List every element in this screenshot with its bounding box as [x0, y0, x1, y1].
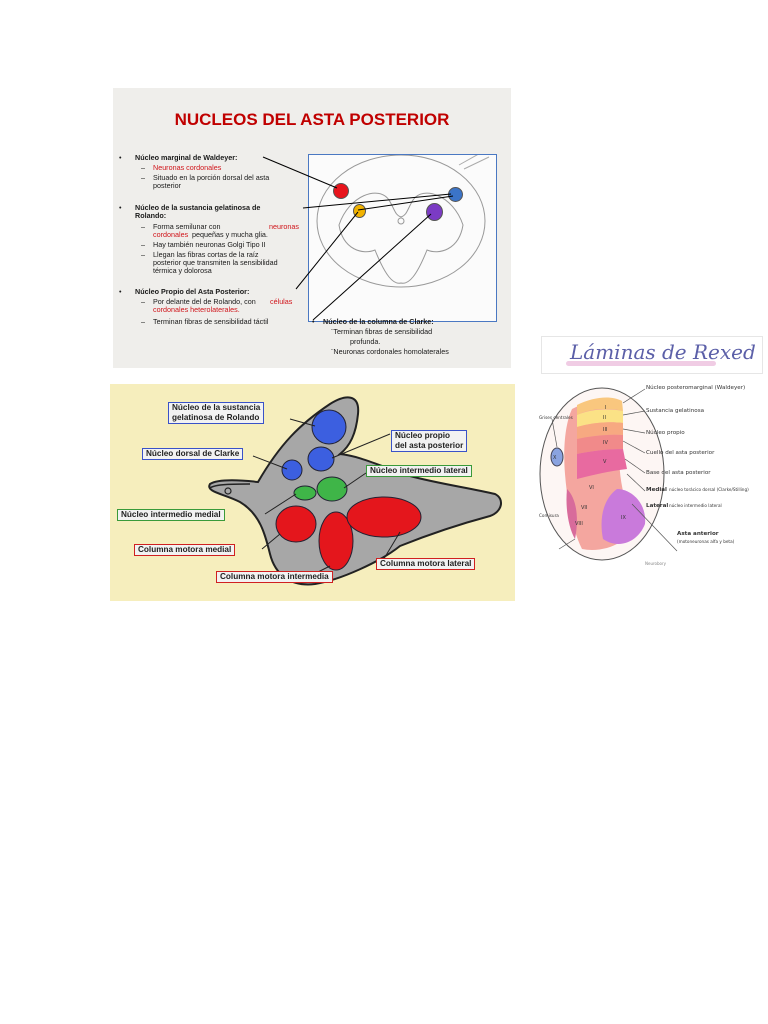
svg-text:X: X	[553, 455, 557, 461]
rexed-label-left-top: Grises centrales	[539, 415, 573, 420]
label-motora-lateral: Columna motora lateral	[376, 558, 476, 570]
dash: –	[141, 163, 145, 172]
rexed-title: Láminas de Rexed	[570, 340, 756, 364]
pointer-lines	[262, 156, 454, 321]
dash: –	[141, 222, 145, 231]
dash: –	[141, 250, 145, 259]
bullet: •	[312, 317, 315, 326]
rexed-label-asta-note: (motoneuronas alfa y beta)	[677, 539, 735, 544]
rexed-laminae-image: Láminas de Rexed I II III IV V VI VII VI…	[537, 335, 763, 568]
bullet: •	[119, 153, 122, 162]
svg-text:V: V	[603, 459, 607, 465]
rexed-title-box: Láminas de Rexed	[541, 336, 763, 374]
bullet: •	[119, 287, 122, 296]
rexed-illustration: I II III IV V VI VII VIII IX X	[539, 387, 678, 561]
svg-text:IX: IX	[621, 515, 626, 521]
label-rolando: Núcleo de la sustancia gelatinosa de Rol…	[168, 402, 265, 424]
propio-heading: Núcleo Propio del Asta Posterior:	[135, 287, 250, 296]
propio-item: Por delante del de Rolando, con	[153, 297, 256, 306]
rolando-heading: Núcleo de la sustancia gelatinosa de	[135, 203, 261, 212]
waldeyer-item: posterior	[153, 181, 181, 190]
rexed-label-waldeyer: Núcleo posteromarginal (Waldeyer)	[646, 385, 746, 391]
waldeyer-heading: Núcleo marginal de Waldeyer:	[135, 153, 238, 162]
label-propio: Núcleo propio del asta posterior	[391, 430, 468, 452]
rolando-heading: Rolando:	[135, 211, 167, 220]
label-clarke: Núcleo dorsal de Clarke	[142, 448, 244, 460]
clarke-note: ¨Terminan fibras de sensibilidad	[331, 327, 433, 336]
rolando-item: posterior que transmiten la sensibilidad	[153, 258, 278, 267]
svg-text:VII: VII	[581, 505, 587, 511]
label-line: gelatinosa de Rolando	[172, 413, 260, 422]
dash: –	[141, 240, 145, 249]
label-line: Núcleo propio	[395, 431, 451, 440]
rexed-brand: Neurobory	[645, 561, 666, 566]
bullet: •	[119, 203, 122, 212]
rolando-item: cordonales	[153, 230, 189, 239]
rexed-label-gelatinosa: Sustancia gelatinosa	[646, 408, 705, 414]
rexed-label-cuello: Cuello del asta posterior	[646, 450, 715, 456]
waldeyer-item: Neuronas cordonales	[153, 163, 222, 172]
rolando-item: neuronas	[269, 222, 299, 231]
svg-text:VI: VI	[589, 485, 594, 491]
clarke-heading: Núcleo de la columna de Clarke:	[323, 317, 434, 326]
svg-text:III: III	[603, 427, 607, 433]
svg-text:IV: IV	[603, 440, 608, 446]
rexed-label-lateral: Lateral	[646, 503, 669, 509]
propio-item: células	[270, 297, 293, 306]
spinal-cord-diagram-frame	[308, 150, 497, 322]
clarke-note: ¨Neuronas cordonales homolaterales	[331, 347, 449, 356]
rolando-item: pequeñas y mucha glia.	[192, 230, 268, 239]
slide-nucleos-medulares: Núcleo de la sustancia gelatinosa de Rol…	[110, 384, 515, 601]
label-motora-intermedia: Columna motora intermedia	[216, 571, 333, 583]
clarke-dot	[426, 203, 443, 221]
rolando-item: Hay también neuronas Golgi Tipo II	[153, 240, 266, 249]
svg-text:II: II	[603, 415, 606, 421]
rexed-label-asta: Asta anterior	[677, 531, 719, 537]
dash: –	[141, 317, 145, 326]
dash: –	[141, 173, 145, 182]
svg-text:I: I	[605, 405, 606, 411]
propio-item: cordonales heterolaterales.	[153, 305, 240, 314]
rexed-label-propio: Núcleo propio	[646, 430, 685, 436]
rolando-item: Forma semilunar con	[153, 222, 221, 231]
label-intermedio-medial: Núcleo intermedio medial	[117, 509, 225, 521]
rexed-label-lateral-note: núcleo intermedio lateral	[669, 503, 722, 508]
slide-nucleos-asta-posterior: NUCLEOS DEL ASTA POSTERIOR • Núcleo marg…	[113, 88, 511, 368]
rexed-label-left-bottom: Comisura	[539, 513, 559, 518]
rexed-label-medial-note: núcleo torácico dorsal (Clarke/Stilling)	[669, 487, 749, 492]
label-intermedio-lateral: Núcleo intermedio lateral	[366, 465, 472, 477]
rolando-item: Llegan las fibras cortas de la raíz	[153, 250, 259, 259]
rexed-label-medial: Medial	[646, 487, 667, 493]
waldeyer-item: Situado en la porción dorsal del asta	[153, 173, 270, 182]
label-line: del asta posterior	[395, 441, 464, 450]
title-highlight	[566, 361, 716, 366]
label-line: Núcleo de la sustancia	[172, 403, 261, 412]
rolando-item: térmica y dolorosa	[153, 266, 212, 275]
clarke-note: profunda.	[350, 337, 381, 346]
slide-title: NUCLEOS DEL ASTA POSTERIOR	[174, 110, 450, 129]
label-motora-medial: Columna motora medial	[134, 544, 236, 556]
svg-text:VIII: VIII	[575, 521, 583, 527]
propio-item: Terminan fibras de sensibilidad táctil	[153, 317, 269, 326]
rexed-label-base: Base del asta posterior	[646, 470, 711, 476]
dash: –	[141, 297, 145, 306]
gray-matter-illustration	[208, 396, 502, 586]
waldeyer-dot	[333, 183, 349, 199]
